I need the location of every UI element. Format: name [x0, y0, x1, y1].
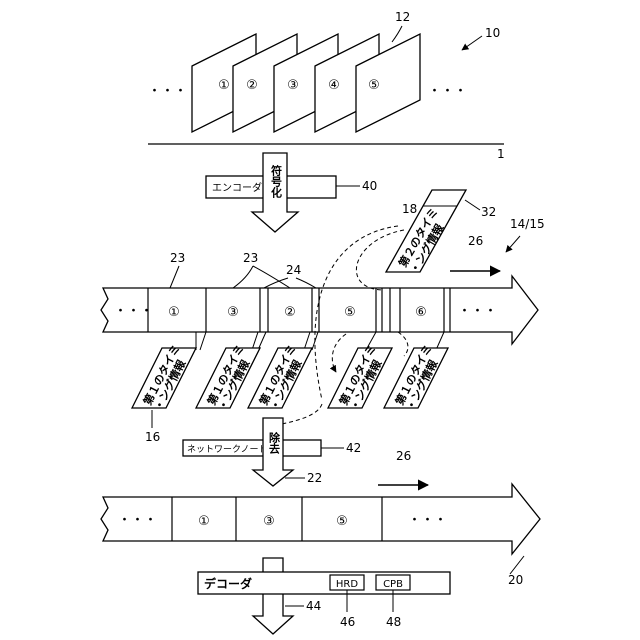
datastream-top-ellipsis-right: ・・・ — [458, 304, 497, 319]
picture-label-4: ④ — [328, 78, 340, 93]
out-unit-label-3: ③ — [263, 514, 275, 529]
ref-32: 32 — [481, 205, 496, 219]
leader-10 — [462, 36, 482, 50]
leader-24 — [264, 278, 316, 288]
ref-26-bottom: 26 — [396, 449, 411, 463]
ref-23-left: 23 — [170, 251, 185, 265]
first-timing-info-packet-2: 第１のタイミ ・ング情報 — [196, 339, 260, 413]
leader-32 — [465, 200, 480, 210]
datastream-bottom-ellipsis-left: ・・・ — [118, 513, 157, 528]
leader-23-left — [170, 266, 179, 288]
decoder-label: デコーダ — [204, 576, 252, 591]
first-timing-info-packet-5: 第１のタイミ ・ング情報 — [384, 339, 448, 413]
ref-14-15: 14/15 — [510, 217, 545, 231]
dashed-link-c — [332, 334, 346, 372]
leader-12 — [392, 26, 402, 42]
out-unit-label-1: ① — [198, 514, 210, 529]
picture-label-5: ⑤ — [368, 78, 380, 93]
ellipsis-right: ・・・ — [428, 84, 467, 99]
picture-label-3: ③ — [287, 78, 299, 93]
ref-12: 12 — [395, 10, 410, 24]
ref-22: 22 — [307, 471, 322, 485]
datastream-bottom-ellipsis-right: ・・・ — [408, 513, 447, 528]
leader-23-mid — [233, 266, 290, 288]
unit-label-6: ⑥ — [415, 305, 427, 320]
encoder-label: エンコーダ — [212, 181, 262, 194]
picture-label-1: ① — [218, 78, 230, 93]
network-node-label: ネットワークノード — [187, 444, 267, 455]
unit-label-3: ③ — [227, 305, 239, 320]
second-timing-info-packet: 第２のタイミ ・ング情報 — [386, 190, 466, 276]
picture-label-2: ② — [246, 78, 258, 93]
ref-44: 44 — [306, 599, 321, 613]
ref-10: 10 — [485, 26, 500, 40]
ellipsis-left: ・・・ — [148, 84, 187, 99]
dashed-link-e — [282, 404, 322, 424]
ref-40: 40 — [362, 179, 377, 193]
ref-16: 16 — [145, 430, 160, 444]
ref-26-top: 26 — [468, 234, 483, 248]
ref-48: 48 — [386, 615, 401, 629]
unit-label-2: ② — [284, 305, 296, 320]
ref-42: 42 — [346, 441, 361, 455]
out-unit-label-5: ⑤ — [336, 514, 348, 529]
decoder-input-arrow — [253, 558, 293, 634]
leader-14-15 — [506, 236, 520, 252]
hrd-label: HRD — [336, 579, 358, 590]
cpb-label: CPB — [383, 579, 403, 590]
datastream-top-ellipsis-left: ・・・ — [114, 304, 153, 319]
ref-18: 18 — [402, 202, 417, 216]
unit-label-5: ⑤ — [344, 305, 356, 320]
ref-24: 24 — [286, 263, 301, 277]
unit-label-1: ① — [168, 305, 180, 320]
first-timing-info-packet-1: 第１のタイミ ・ング情報 — [132, 339, 196, 413]
remove-arrow-label: 除去 — [268, 431, 281, 455]
leader-20 — [510, 556, 524, 574]
ref-23-mid: 23 — [243, 251, 258, 265]
time-axis-label: 1 — [497, 147, 505, 161]
datastream-bottom — [101, 484, 540, 554]
dashed-link-d — [398, 332, 408, 356]
encode-arrow-label: 符号化 — [270, 164, 283, 199]
ref-20: 20 — [508, 573, 523, 587]
first-timing-info-packet-4: 第１のタイミ ・ング情報 — [328, 339, 392, 413]
ref-46: 46 — [340, 615, 355, 629]
